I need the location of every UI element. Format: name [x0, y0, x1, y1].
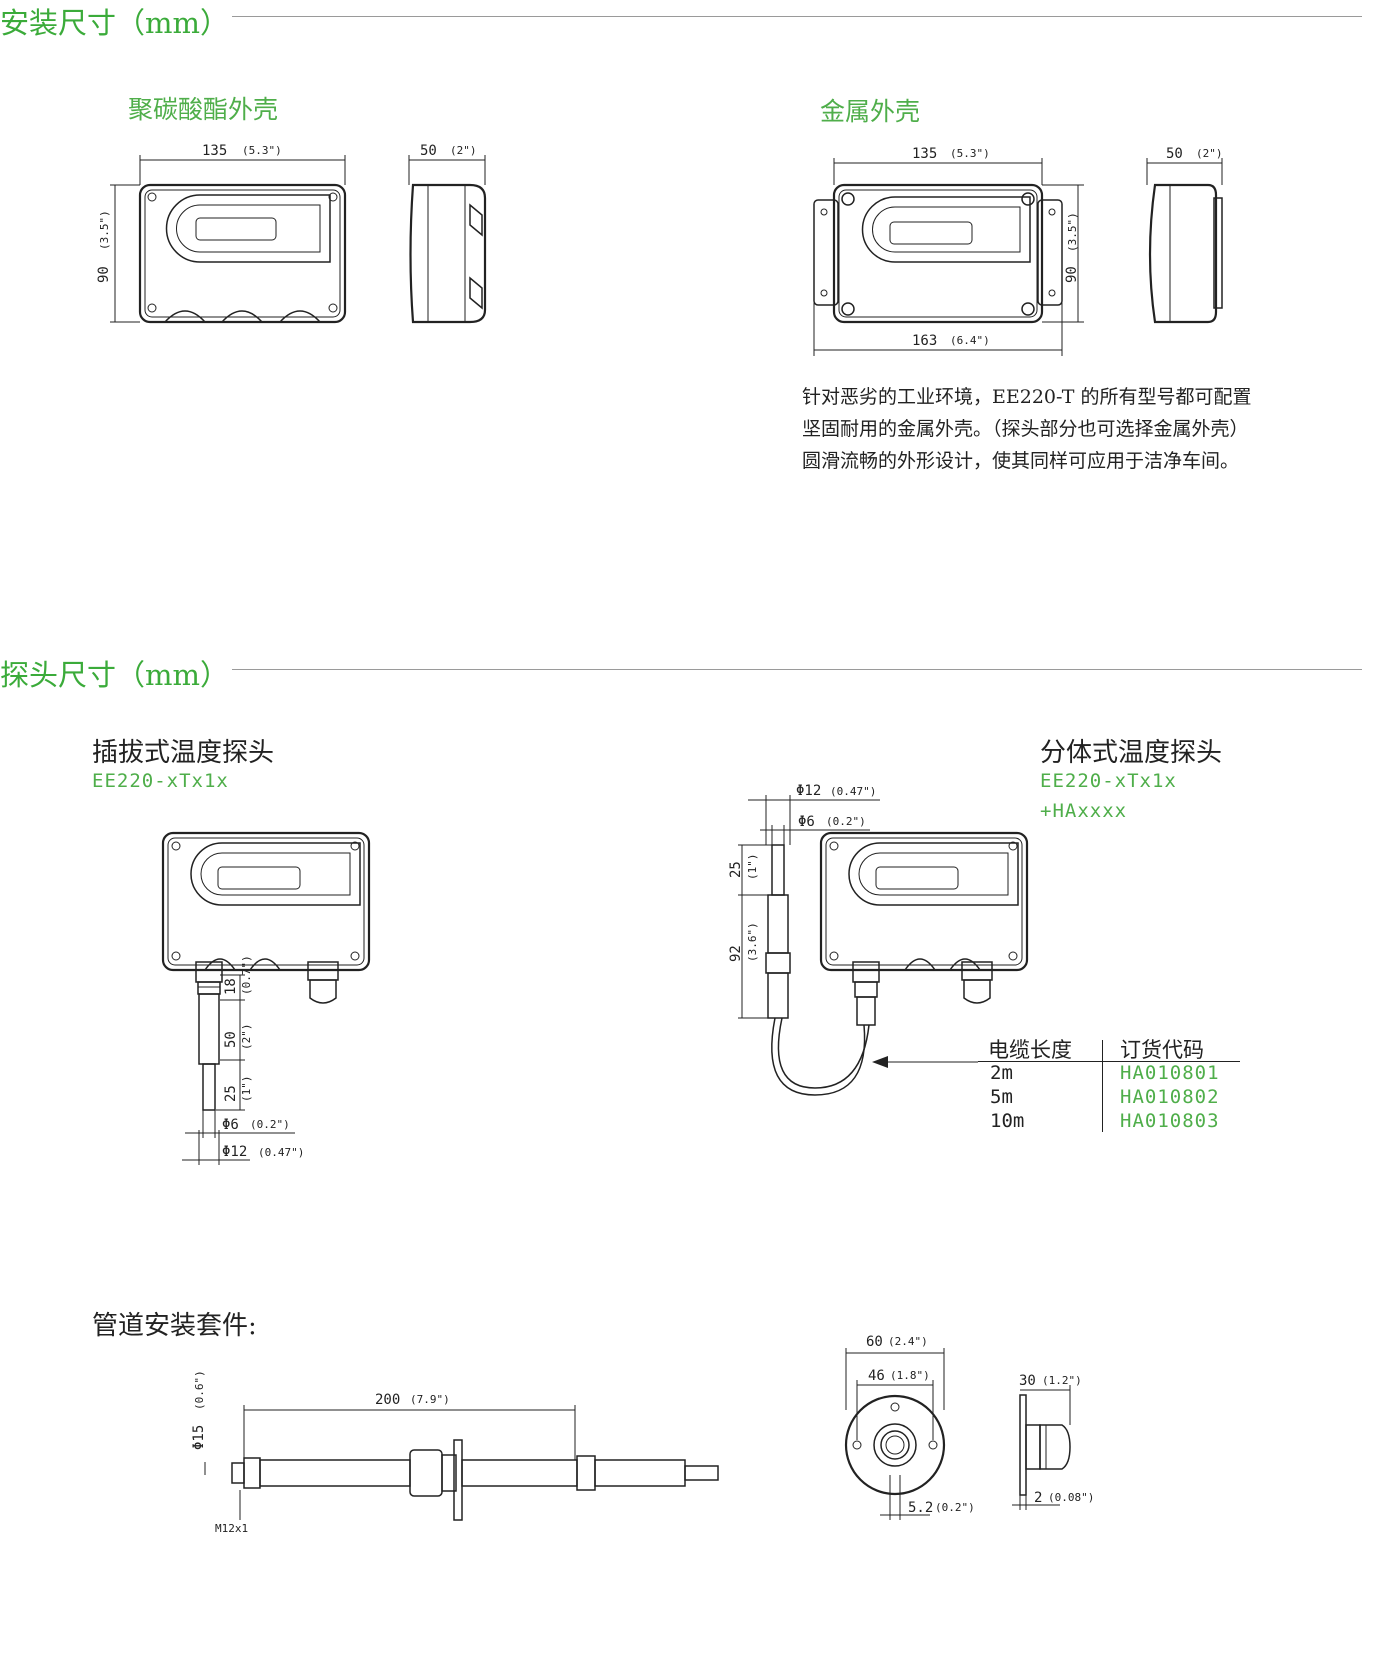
dim-text: 46 — [868, 1368, 885, 1384]
dim-text: (3.6") — [746, 922, 759, 962]
table-header-order-code: 订货代码 — [1120, 1038, 1204, 1062]
dim-text: 18 — [223, 978, 239, 995]
dim-text: 135 — [912, 146, 937, 162]
description-line: 针对恶劣的工业环境，EE220-T 的所有型号都可配置 — [802, 386, 1252, 408]
dim-text: 50 — [420, 143, 437, 159]
duct-kit-side-drawing: Φ15 (0.6") 200 (7.9") M12x1 — [191, 1370, 719, 1535]
remote-probe-code-extension: +HAxxxx — [1040, 800, 1128, 822]
section-divider — [232, 16, 1362, 17]
plug-probe-title: 插拔式温度探头 — [92, 738, 275, 768]
dim-text: Φ12 — [796, 783, 821, 799]
dim-text: (0.2") — [935, 1501, 975, 1514]
dim-text: (1.2") — [1042, 1374, 1082, 1387]
dim-text: (0.2") — [826, 815, 866, 828]
dim-text: (5.3") — [242, 144, 282, 157]
remote-probe-drawing: Φ12 (0.47") Φ6 (0.2") 25 (1") 92 (3.6") — [728, 783, 1029, 1096]
table-cell-code: HA010801 — [1120, 1062, 1220, 1084]
dim-text: (3.5") — [1066, 212, 1079, 252]
dim-text: (2") — [450, 144, 477, 157]
duct-flange-front-drawing: 60 (2.4") 46 (1.8") 5.2 (0.2") — [844, 1334, 975, 1520]
plug-probe-code: EE220-xTx1x — [92, 770, 229, 792]
dim-text: 30 — [1019, 1373, 1036, 1389]
dim-text: Φ6 — [222, 1117, 239, 1133]
dim-text: 135 — [202, 143, 227, 159]
duct-kit-title: 管道安装套件: — [92, 1311, 257, 1341]
dim-text: (6.4") — [950, 334, 990, 347]
table-cell-code: HA010803 — [1120, 1110, 1220, 1132]
dim-text: (2") — [1196, 147, 1223, 160]
section-divider — [232, 669, 1362, 670]
plug-probe-drawing: 18 (0.7") 50 (2") 25 (1") Φ6 (0.2") Φ12 … — [161, 831, 371, 1165]
dim-text: (2.4") — [888, 1335, 928, 1348]
dim-text: (2") — [240, 1024, 253, 1051]
description-line: 坚固耐用的金属外壳。（探头部分也可选择金属外壳） — [802, 418, 1249, 440]
dim-text: 5.2 — [908, 1500, 933, 1516]
metal-housing-description: 针对恶劣的工业环境，EE220-T 的所有型号都可配置 坚固耐用的金属外壳。（探… — [802, 381, 1362, 477]
polycarbonate-front-drawing: 135 (5.3") 90 (3.5") — [96, 143, 347, 324]
dim-text: 90 — [96, 266, 112, 283]
dim-text: Φ15 — [191, 1425, 207, 1450]
table-cell-length: 2m — [990, 1062, 1013, 1084]
dim-text: Φ12 — [222, 1144, 247, 1160]
dim-text: 25 — [223, 1085, 239, 1102]
table-cell-length: 10m — [990, 1110, 1025, 1132]
dim-text: M12x1 — [215, 1522, 248, 1535]
metal-side-drawing: 50 (2") — [1146, 146, 1223, 324]
polycarbonate-housing-title: 聚碳酸酯外壳 — [128, 95, 279, 124]
dim-text: (0.6") — [193, 1370, 206, 1410]
dim-text: (7.9") — [410, 1393, 450, 1406]
dim-text: 92 — [728, 945, 744, 962]
dim-text: 25 — [728, 861, 744, 878]
dim-text: (0.47") — [830, 785, 876, 798]
dim-text: 60 — [866, 1334, 883, 1350]
remote-probe-code: EE220-xTx1x — [1040, 770, 1177, 792]
dim-text: (1") — [746, 854, 759, 881]
dim-text: 50 — [1166, 146, 1183, 162]
table-cell-length: 5m — [990, 1086, 1013, 1108]
dim-text: Φ6 — [798, 814, 815, 830]
description-line: 圆滑流畅的外形设计，使其同样可应用于洁净车间。 — [802, 450, 1240, 472]
dim-text: (5.3") — [950, 147, 990, 160]
dim-text: (0.7") — [240, 955, 253, 995]
table-header-rule — [978, 1061, 1240, 1062]
dim-text: (3.5") — [98, 210, 111, 250]
dim-text: 50 — [223, 1031, 239, 1048]
section-title-probe: 探头尺寸（mm） — [0, 658, 229, 692]
table-header-cable-length: 电缆长度 — [988, 1038, 1072, 1062]
dim-text: 90 — [1064, 266, 1080, 283]
dim-text: (1.8") — [890, 1369, 930, 1382]
install-drawings: 135 (5.3") 90 (3.5") 50 (2") 135 — [96, 143, 1223, 356]
dim-text: (0.2") — [250, 1118, 290, 1131]
section-title-install: 安装尺寸（mm） — [0, 6, 229, 40]
table-cell-code: HA010802 — [1120, 1086, 1220, 1108]
polycarbonate-side-drawing: 50 (2") — [408, 143, 487, 324]
duct-flange-side-drawing: 30 (1.2") 2 (0.08") — [1012, 1373, 1094, 1510]
dim-text: (0.08") — [1048, 1491, 1094, 1504]
table-column-rule — [1102, 1040, 1103, 1132]
dim-text: (0.47") — [258, 1146, 304, 1159]
dim-text: (1") — [240, 1076, 253, 1103]
remote-probe-title: 分体式温度探头 — [1040, 738, 1223, 768]
dim-text: 200 — [375, 1392, 400, 1408]
metal-front-drawing: 135 (5.3") 90 (3.5") 163 (6.4") — [813, 146, 1084, 356]
dim-text: 163 — [912, 333, 937, 349]
dim-text: 2 — [1034, 1490, 1042, 1506]
metal-housing-title: 金属外壳 — [820, 97, 921, 126]
